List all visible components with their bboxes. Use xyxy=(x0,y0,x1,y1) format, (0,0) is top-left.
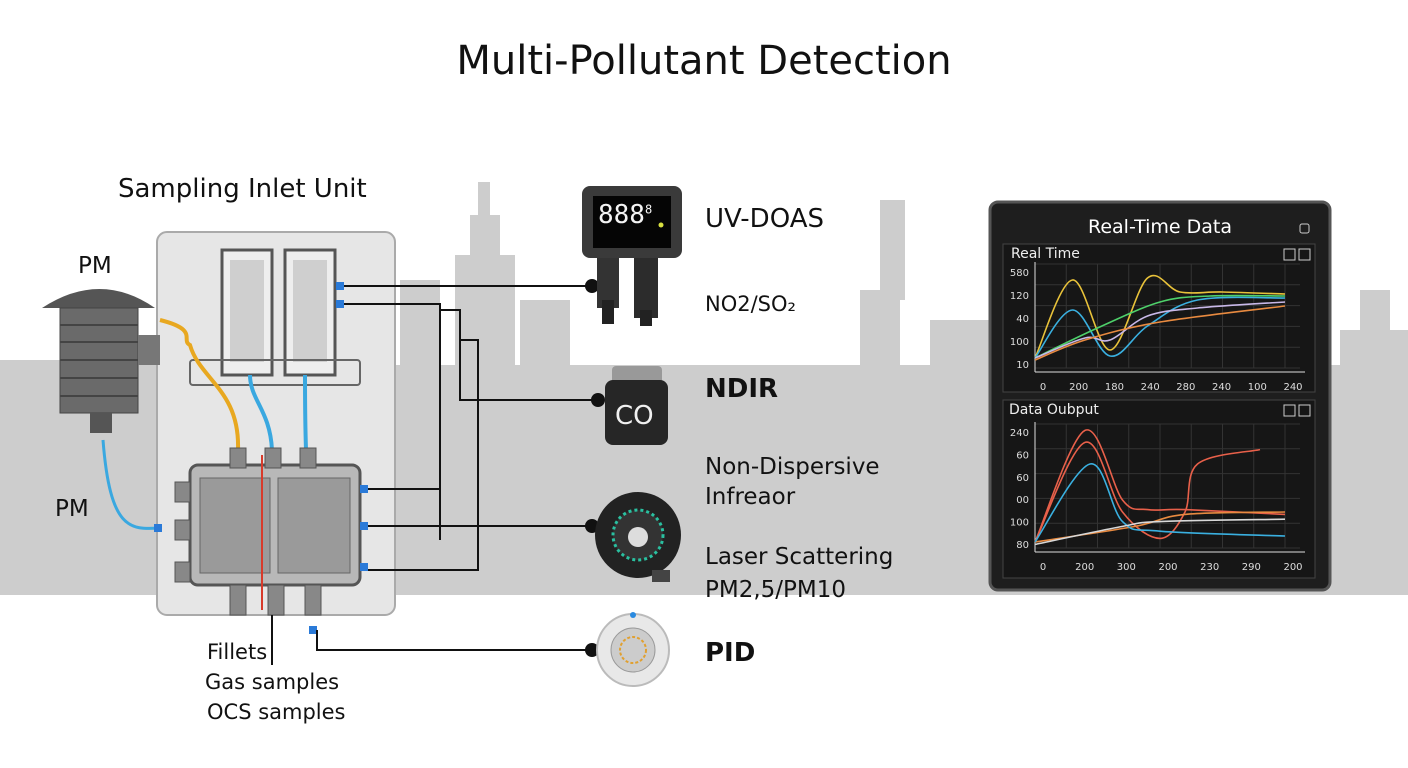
x-tick-label: 240 xyxy=(1283,382,1302,393)
pm-label-top: PM xyxy=(78,253,112,279)
series-line-blue xyxy=(1034,463,1286,543)
pid-sensor xyxy=(596,612,670,687)
series-line-white xyxy=(1034,518,1286,546)
x-tick-label: 200 xyxy=(1075,562,1094,573)
ndir-label: NDIR xyxy=(705,374,779,404)
series-line-blue xyxy=(1034,296,1286,359)
y-tick-label: 100 xyxy=(1010,337,1029,348)
ndir-sensor xyxy=(605,366,668,445)
pid-label: PID xyxy=(705,638,756,668)
y-tick-label: 120 xyxy=(1010,291,1029,302)
inlet-title: Sampling Inlet Unit xyxy=(118,174,367,204)
x-tick-label: 0 xyxy=(1040,562,1046,573)
pm-inlet-head xyxy=(42,289,160,433)
data-output-chart: 240 60 60 00 100 80 0 200 300 200 230 290 200 xyxy=(1010,422,1305,573)
laser-desc-1: Laser Scattering xyxy=(705,544,894,570)
x-tick-label: 200 xyxy=(1158,562,1177,573)
y-tick-label: 80 xyxy=(1016,540,1029,551)
x-tick-label: 200 xyxy=(1283,562,1302,573)
x-tick-label: 300 xyxy=(1117,562,1136,573)
uv-doas-sensor xyxy=(582,186,682,326)
ndir-desc-1: Non-Dispersive xyxy=(705,454,880,480)
y-tick-label: 240 xyxy=(1010,428,1029,439)
laser-scattering-sensor xyxy=(595,492,681,582)
gas-samples-label: Gas samples xyxy=(205,670,340,694)
laser-desc-2: PM2,5/PM10 xyxy=(705,577,847,603)
edit-icon[interactable] xyxy=(1283,248,1296,261)
panel-title: Real-Time Data xyxy=(1088,216,1232,238)
series-line-lilac xyxy=(1034,301,1286,359)
series-line-yellow xyxy=(1034,274,1286,359)
x-tick-label: 0 xyxy=(1040,382,1046,393)
x-tick-label: 200 xyxy=(1069,382,1088,393)
series-line-red-1 xyxy=(1034,429,1286,543)
uv-doas-label: UV-DOAS xyxy=(705,204,824,234)
fillets-label: Fillets xyxy=(207,640,268,664)
y-tick-label: 40 xyxy=(1016,314,1029,325)
y-tick-label: 580 xyxy=(1010,268,1029,279)
x-tick-label: 280 xyxy=(1176,382,1195,393)
co-face-label: CO xyxy=(615,401,654,431)
x-tick-label: 100 xyxy=(1248,382,1267,393)
collapse-icon[interactable] xyxy=(1298,404,1311,417)
series-line-orange xyxy=(1034,305,1286,361)
ndir-desc-2: Infreaor xyxy=(705,484,796,510)
x-tick-label: 240 xyxy=(1212,382,1231,393)
y-tick-label: 10 xyxy=(1016,360,1029,371)
x-tick-label: 230 xyxy=(1200,562,1219,573)
y-tick-label: 60 xyxy=(1016,473,1029,484)
signal-wires xyxy=(316,285,592,651)
page-title: Multi-Pollutant Detection xyxy=(456,38,952,84)
data-output-chart-title: Data Oubput xyxy=(1009,402,1099,418)
y-tick-label: 60 xyxy=(1016,450,1029,461)
uv-doas-display: 8888 xyxy=(598,200,653,230)
collapse-icon[interactable] xyxy=(1298,248,1311,261)
edit-icon[interactable] xyxy=(1283,404,1296,417)
y-tick-label: 00 xyxy=(1016,495,1029,506)
x-tick-label: 290 xyxy=(1242,562,1261,573)
no2-so2-label: NO2/SO₂ xyxy=(705,292,796,316)
x-tick-label: 240 xyxy=(1141,382,1160,393)
panel-menu-icon[interactable] xyxy=(1299,223,1310,234)
real-time-chart-title: Real Time xyxy=(1011,246,1080,262)
y-tick-label: 100 xyxy=(1010,518,1029,529)
series-line-red-2 xyxy=(1034,441,1261,543)
pm-label-side: PM xyxy=(55,496,89,522)
x-tick-label: 180 xyxy=(1105,382,1124,393)
series-line-green xyxy=(1034,294,1286,359)
ocs-samples-label: OCS samples xyxy=(207,700,346,724)
